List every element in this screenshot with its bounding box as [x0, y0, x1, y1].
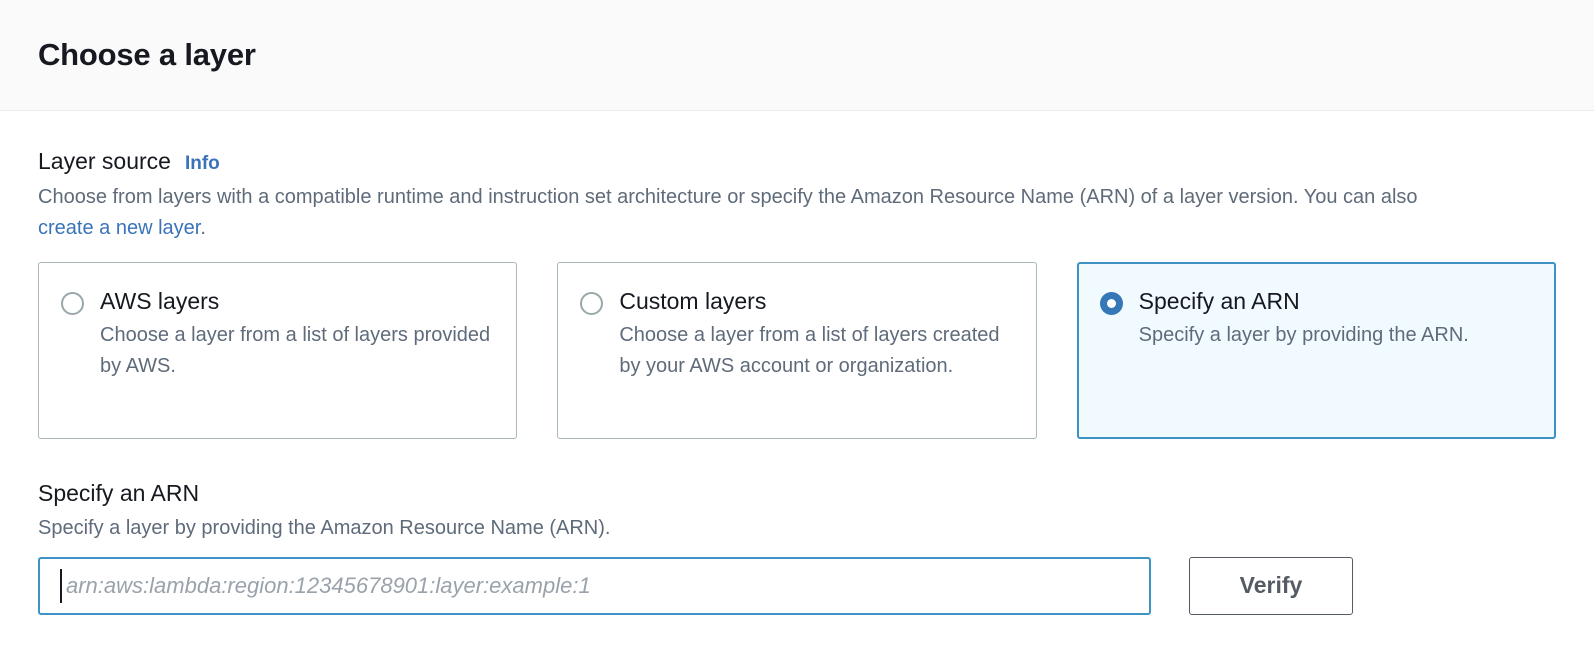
specify-arn-section: Specify an ARN Specify a layer by provid…	[38, 479, 1556, 615]
option-card-specify-an-arn[interactable]: Specify an ARN Specify a layer by provid…	[1076, 261, 1556, 439]
layer-source-label-row: Layer source Info	[38, 147, 1556, 176]
specify-arn-description: Specify a layer by providing the Amazon …	[38, 516, 611, 539]
modal-header: Choose a layer	[0, 0, 1594, 111]
modal-body: Layer source Info Choose from layers wit…	[0, 111, 1594, 666]
create-a-new-layer-link[interactable]: create a new layer	[38, 216, 201, 239]
radio-icon-aws-layers[interactable]	[61, 291, 84, 315]
layer-source-label: Layer source	[38, 148, 171, 174]
option-card-aws-layers[interactable]: AWS layers Choose a layer from a list of…	[38, 261, 518, 439]
option-title-aws-layers: AWS layers	[100, 287, 220, 314]
layer-source-options: AWS layers Choose a layer from a list of…	[38, 261, 1556, 439]
arn-input[interactable]	[38, 556, 1151, 615]
info-link[interactable]: Info	[184, 153, 220, 174]
page-title: Choose a layer	[38, 37, 256, 73]
option-text-aws-layers: AWS layers Choose a layer from a list of…	[100, 287, 494, 438]
arn-input-wrapper	[38, 556, 1151, 615]
layer-source-description: Choose from layers with a compatible run…	[38, 182, 1478, 244]
radio-icon-specify-an-arn[interactable]	[1099, 291, 1123, 315]
layer-source-description-period: .	[200, 216, 206, 239]
layer-source-description-text: Choose from layers with a compatible run…	[38, 185, 1418, 208]
option-title-specify-an-arn: Specify an ARN	[1138, 287, 1300, 314]
option-text-specify-an-arn: Specify an ARN Specify a layer by provid…	[1139, 287, 1469, 437]
option-text-custom-layers: Custom layers Choose a layer from a list…	[619, 287, 1013, 438]
specify-arn-heading: Specify an ARN	[38, 479, 200, 506]
radio-icon-custom-layers[interactable]	[580, 291, 604, 315]
option-description-specify-an-arn: Specify a layer by providing the ARN.	[1138, 323, 1469, 346]
option-card-custom-layers[interactable]: Custom layers Choose a layer from a list…	[557, 261, 1037, 439]
verify-button[interactable]: Verify	[1189, 556, 1353, 615]
option-title-custom-layers: Custom layers	[619, 287, 767, 314]
specify-arn-row: Verify	[38, 556, 1556, 615]
option-description-aws-layers: Choose a layer from a list of layers pro…	[100, 323, 491, 378]
option-description-custom-layers: Choose a layer from a list of layers cre…	[619, 323, 1000, 378]
